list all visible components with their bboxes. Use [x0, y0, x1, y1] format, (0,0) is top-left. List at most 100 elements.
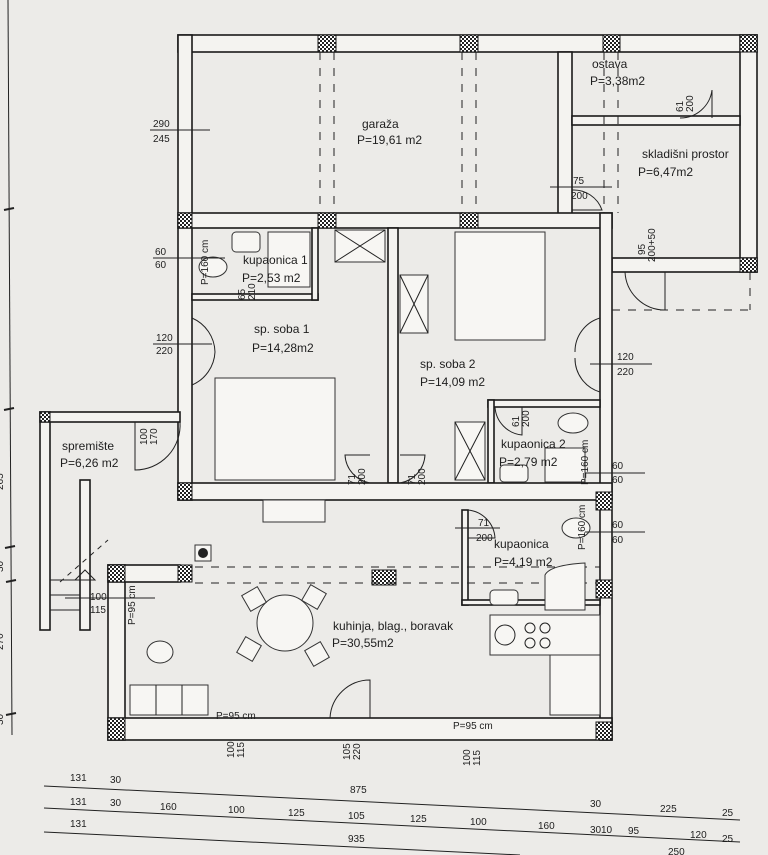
dim-row3: 935 [348, 834, 365, 845]
dim-row2: 131 [70, 797, 87, 808]
bottom-window-2-parapet: P=95 cm [453, 721, 493, 732]
room-labels: garaža P=19,61 m2 ostava P=3,38m2 skladi… [60, 57, 729, 650]
dim-row1: 131 [70, 773, 87, 784]
ostava-door-width: 61 [675, 100, 686, 112]
dim-row2: 125 [410, 814, 427, 825]
bottom-window-1-height: 115 [236, 742, 247, 758]
toilet-3 [561, 517, 591, 539]
k-parapet: P=160 cm [577, 505, 588, 550]
dim-row2: 100 [470, 817, 487, 828]
k2-window-height: 60 [612, 475, 624, 486]
k-door-height: 200 [476, 533, 493, 544]
room-garaza-area: P=19,61 m2 [357, 133, 422, 147]
sink-3 [489, 589, 519, 606]
room-kuhinja-area: P=30,55m2 [332, 636, 394, 650]
sklad-door-height: 200 [571, 191, 588, 202]
room-spremiste-area: P=6,26 m2 [60, 456, 119, 470]
room-ostava-area: P=3,38m2 [590, 74, 645, 88]
columns [39, 34, 758, 741]
bottom-dimensions: 131 30 875 131 30 160 100 125 105 125 10… [43, 773, 741, 855]
dim-row2: 125 [288, 808, 305, 819]
entry-door-height: 220 [352, 743, 363, 760]
s1-window-height: 220 [156, 346, 173, 357]
room-kupaonica2-name: kupaonica 2 [501, 437, 566, 451]
sklad-ext-door-width: 95 [637, 243, 648, 255]
sklad-ext-door-height: 200+50 [647, 228, 658, 262]
sink-2 [499, 464, 529, 483]
dim-row3: 10 [601, 825, 613, 836]
room-garaza-name: garaža [362, 117, 399, 131]
room-kupaonica1-name: kupaonica 1 [243, 253, 308, 267]
dim-row2: 25 [722, 808, 734, 819]
garage-window-height: 245 [153, 134, 170, 145]
dim-row3: 131 [70, 819, 87, 830]
dim-row3: 25 [722, 834, 734, 845]
desk [262, 499, 326, 523]
s2-window-height: 220 [617, 367, 634, 378]
room-soba2-name: sp. soba 2 [420, 357, 476, 371]
dim-row2: 100 [228, 805, 245, 816]
room-kupaonica1-area: P=2,53 m2 [242, 271, 301, 285]
shower-3 [544, 562, 586, 611]
k2-window-width: 60 [612, 461, 624, 472]
bottom-window-1-parapet: P=95 cm [216, 711, 256, 722]
room-ostava-name: ostava [592, 57, 628, 71]
k1-parapet: P=160 cm [200, 240, 211, 285]
kitchen-left-parapet: P=95 cm [127, 585, 138, 625]
k-window-width: 60 [612, 520, 624, 531]
ostava-door-height: 200 [685, 95, 696, 112]
bed-1 [214, 377, 336, 481]
left-dim-label: 30 [0, 560, 6, 572]
kitchen-left-window-height: 115 [90, 605, 106, 616]
k1-window-width: 60 [155, 247, 167, 258]
spremiste-door-width: 100 [139, 428, 150, 445]
s2-door-height: 200 [417, 468, 428, 485]
s2-window-width: 120 [617, 352, 634, 363]
sofa [129, 684, 209, 716]
room-spremiste-name: spremište [62, 439, 114, 453]
k2-door-height: 200 [521, 410, 532, 427]
k2-door-width: 61 [511, 415, 522, 427]
s1-door-height: 200 [357, 468, 368, 485]
dim-row3: 30 [590, 825, 602, 836]
kitchen-cabinet [549, 654, 601, 716]
room-skladisni-name: skladišni prostor [642, 147, 729, 161]
k1-door-height: 210 [247, 283, 258, 300]
shower-1 [267, 231, 311, 288]
kitchen-left-window-width: 100 [90, 592, 107, 603]
dim-row1: 30 [110, 775, 122, 786]
opening-labels: 290 245 60 60 P=160 cm 65 210 120 220 12… [65, 95, 696, 766]
room-skladisni-area: P=6,47m2 [638, 165, 693, 179]
spremiste-door-height: 170 [149, 428, 160, 445]
k2-parapet: P=160 cm [580, 440, 591, 485]
k-window-height: 60 [612, 535, 624, 546]
dim-row1: 875 [350, 785, 367, 796]
sink-1 [231, 231, 261, 253]
s1-window-width: 120 [156, 333, 173, 344]
garage-window-width: 290 [153, 119, 170, 130]
dim-row2: 30 [110, 798, 122, 809]
dim-row2: 160 [160, 802, 177, 813]
kitchen-counter [489, 614, 601, 656]
sklad-door-width: 75 [573, 176, 585, 187]
toilet-2 [557, 412, 589, 434]
dim-row3: 95 [628, 826, 640, 837]
dim-row3: 120 [690, 830, 707, 841]
dim-row2: 160 [538, 821, 555, 832]
shower-2 [544, 447, 586, 483]
dim-row2: 30 [590, 799, 602, 810]
s2-door-width: 71 [407, 473, 418, 485]
bed-2 [454, 231, 546, 341]
room-soba2-area: P=14,09 m2 [420, 375, 485, 389]
dim-row2: 105 [348, 811, 365, 822]
k1-window-height: 60 [155, 260, 167, 271]
entry-door-width: 105 [342, 743, 353, 760]
doors [134, 89, 713, 719]
beam-lines [195, 52, 751, 584]
furniture [129, 229, 601, 716]
left-dim-label: 265 [0, 473, 6, 490]
room-kuhinja-name: kuhinja, blag., boravak [333, 619, 454, 633]
s1-door-width: 71 [347, 473, 358, 485]
left-dim-label: 270 [0, 633, 6, 650]
